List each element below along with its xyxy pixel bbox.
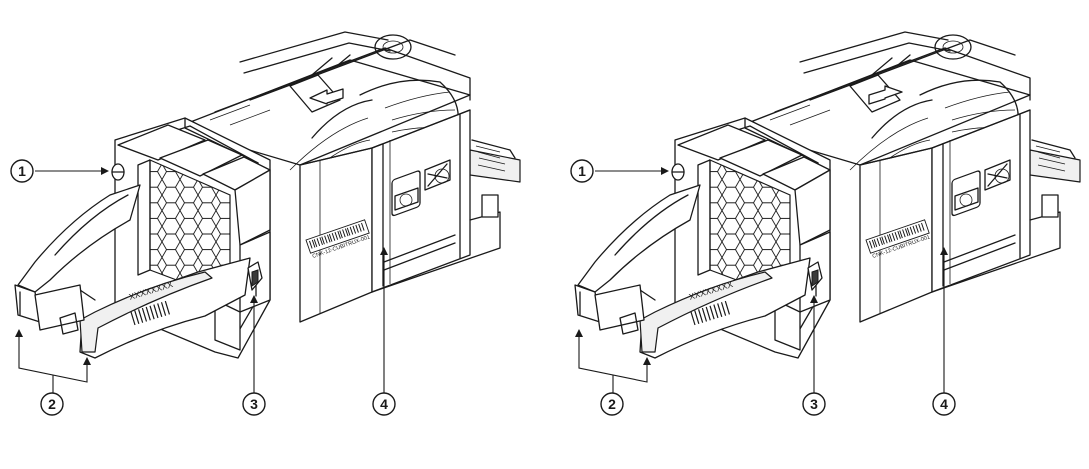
callout-2: 2	[40, 392, 64, 416]
callout-4: 4	[932, 392, 956, 416]
svg-text:2: 2	[48, 396, 56, 412]
callout-2: 2	[600, 392, 624, 416]
svg-text:1: 1	[578, 163, 586, 179]
svg-text:2: 2	[608, 396, 616, 412]
svg-text:4: 4	[380, 396, 388, 412]
callout-4: 4	[372, 392, 396, 416]
svg-text:3: 3	[810, 396, 818, 412]
svg-text:1: 1	[18, 163, 26, 179]
callout-3: 3	[802, 392, 826, 416]
fan-module-left: 1 2 3 4	[10, 31, 521, 416]
callout-1: 1	[570, 159, 594, 183]
callout-1: 1	[10, 159, 34, 183]
callout-3: 3	[242, 392, 266, 416]
fan-module-right: 1 2 3 4	[570, 31, 1081, 416]
svg-text:3: 3	[250, 396, 258, 412]
svg-text:4: 4	[940, 396, 948, 412]
